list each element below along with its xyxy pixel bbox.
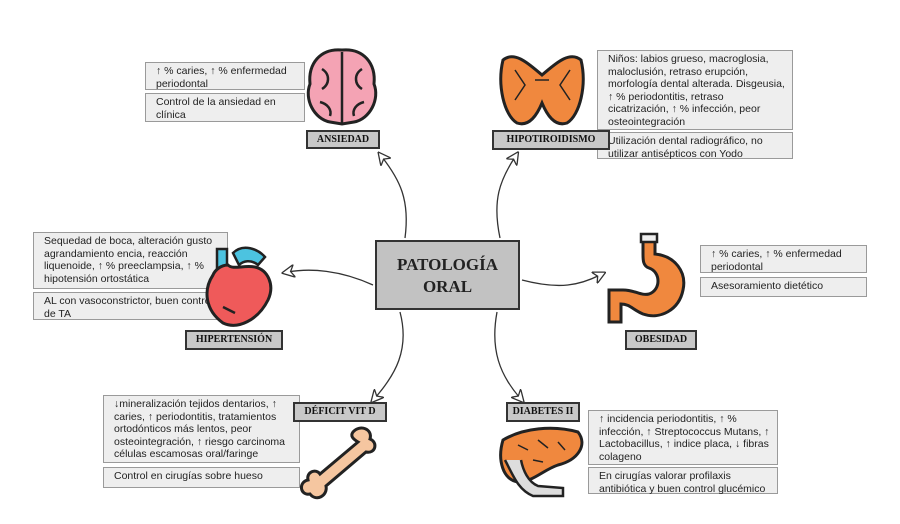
bone-icon	[300, 426, 377, 500]
thyroid-icon	[499, 55, 585, 126]
arrow-obesidad	[521, 275, 600, 287]
hipertension-management: AL con vasoconstrictor, buen control de …	[33, 292, 228, 320]
obesidad-management: Asesoramiento dietético	[700, 277, 867, 297]
central-topic: PATOLOGÍA ORAL	[375, 240, 520, 310]
arrow-hipotiroidismo	[496, 157, 515, 239]
hipotiroidismo-management: Utilización dental radiográfico, no util…	[597, 132, 793, 160]
obesidad-effects: ↑ % caries, ↑ % enfermedad periodontal	[700, 245, 867, 273]
stomach-icon	[607, 232, 686, 324]
heart-icon	[205, 246, 273, 327]
arrow-hipertension	[288, 270, 374, 286]
deficit-vit-d-effects: ↓mineralización tejidos dentarios, ↑ car…	[103, 395, 300, 463]
pancreas-icon	[499, 426, 584, 498]
hipertension-label: HIPERTENSIÓN	[185, 330, 283, 350]
ansiedad-label: ANSIEDAD	[306, 130, 380, 149]
diabetes-management: En cirugías valorar profilaxis antibióti…	[588, 467, 778, 495]
arrow-deficit	[375, 311, 404, 398]
ansiedad-management: Control de la ansiedad en clínica	[145, 93, 305, 122]
brain-icon	[306, 48, 378, 126]
hipotiroidismo-effects: Niños: labios grueso, macroglosia, maloc…	[597, 50, 793, 130]
center-line1: PATOLOGÍA	[396, 255, 499, 274]
obesidad-label: OBESIDAD	[625, 330, 697, 350]
deficit-vit-d-management: Control en cirugías sobre hueso	[103, 467, 300, 488]
center-line2: ORAL	[422, 277, 473, 296]
ansiedad-effects: ↑ % caries, ↑ % enfermedad periodontal	[145, 62, 305, 90]
hipotiroidismo-label: HIPOTIROIDISMO	[492, 130, 610, 150]
diabetes-label: DIABETES II	[506, 402, 580, 422]
arrow-ansiedad	[382, 157, 407, 239]
hipertension-effects: Sequedad de boca, alteración gusto agran…	[33, 232, 228, 289]
diabetes-effects: ↑ incidencia periodontitis, ↑ % infecció…	[588, 410, 778, 465]
deficit-vit-d-label: DÉFICIT VIT D	[293, 402, 387, 422]
arrow-diabetes	[494, 311, 520, 398]
